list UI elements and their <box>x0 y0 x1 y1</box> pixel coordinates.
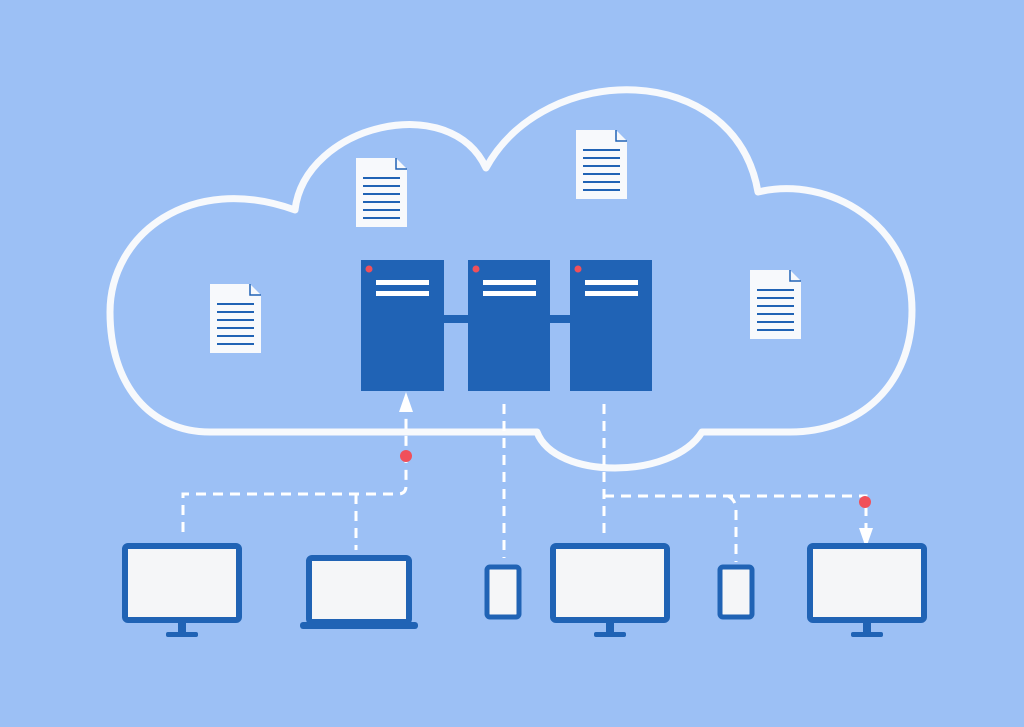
laptop-icon <box>300 555 418 629</box>
server-icon <box>361 260 444 391</box>
document-icon <box>210 284 261 353</box>
desktop-monitor-icon <box>122 543 242 637</box>
connector-status-dot <box>859 496 871 508</box>
connector-lines <box>181 404 868 562</box>
document-icon <box>356 158 407 227</box>
document-icon <box>750 270 801 339</box>
desktop-monitor-icon <box>807 543 927 637</box>
desktop-monitor-icon <box>550 543 670 637</box>
phone-icon <box>717 564 755 620</box>
document-icon <box>576 130 627 199</box>
server-link <box>550 315 570 323</box>
connector-status-dot <box>400 450 412 462</box>
server-icon <box>570 260 652 391</box>
arrow-down-icon <box>859 528 873 548</box>
connector-server3-to-desktop3 <box>604 494 868 528</box>
phone-icon <box>484 564 522 620</box>
server-icon <box>468 260 550 391</box>
cloud-icon <box>106 86 916 472</box>
server-link <box>444 315 468 323</box>
arrow-up-icon <box>399 392 413 412</box>
connector-phone2-branch <box>727 494 738 562</box>
connector-desktop1-laptop-to-server1 <box>181 412 408 532</box>
